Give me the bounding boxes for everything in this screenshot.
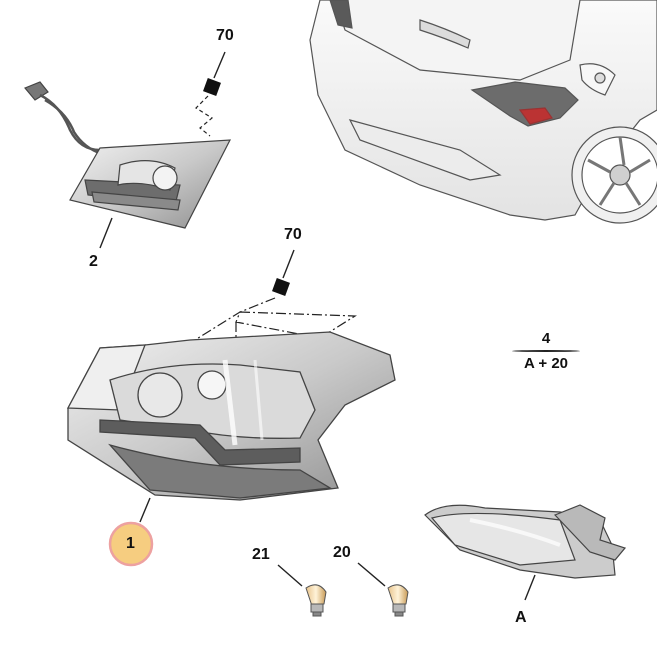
callout-70-mid-label[interactable]: 70	[284, 226, 302, 243]
callout-2-label[interactable]: 2	[89, 253, 98, 270]
callout-21-label[interactable]: 21	[252, 546, 270, 563]
car-rear-illustration	[309, 0, 657, 224]
callout-70-top-label[interactable]: 70	[216, 27, 234, 44]
bulb-21	[277, 564, 327, 617]
quantity-applies-to: A + 20	[523, 355, 569, 372]
quantity-note: 4 A + 20	[508, 330, 584, 372]
fastener-70-mid	[194, 249, 357, 345]
callout-1-highlight[interactable]	[108, 521, 154, 567]
bulb-20	[357, 562, 409, 617]
fastener-70-top	[195, 51, 226, 137]
callout-A-label[interactable]: A	[515, 609, 527, 626]
rear-fog-lamp-part-A	[424, 504, 627, 601]
callout-20-label[interactable]: 20	[333, 544, 351, 561]
tail-lamp-part-1	[66, 331, 396, 523]
inner-lamp-part-2	[24, 81, 232, 249]
quantity-value: 4	[541, 330, 551, 347]
quantity-divider	[512, 350, 580, 352]
callout-1-label[interactable]: 1	[126, 535, 135, 552]
